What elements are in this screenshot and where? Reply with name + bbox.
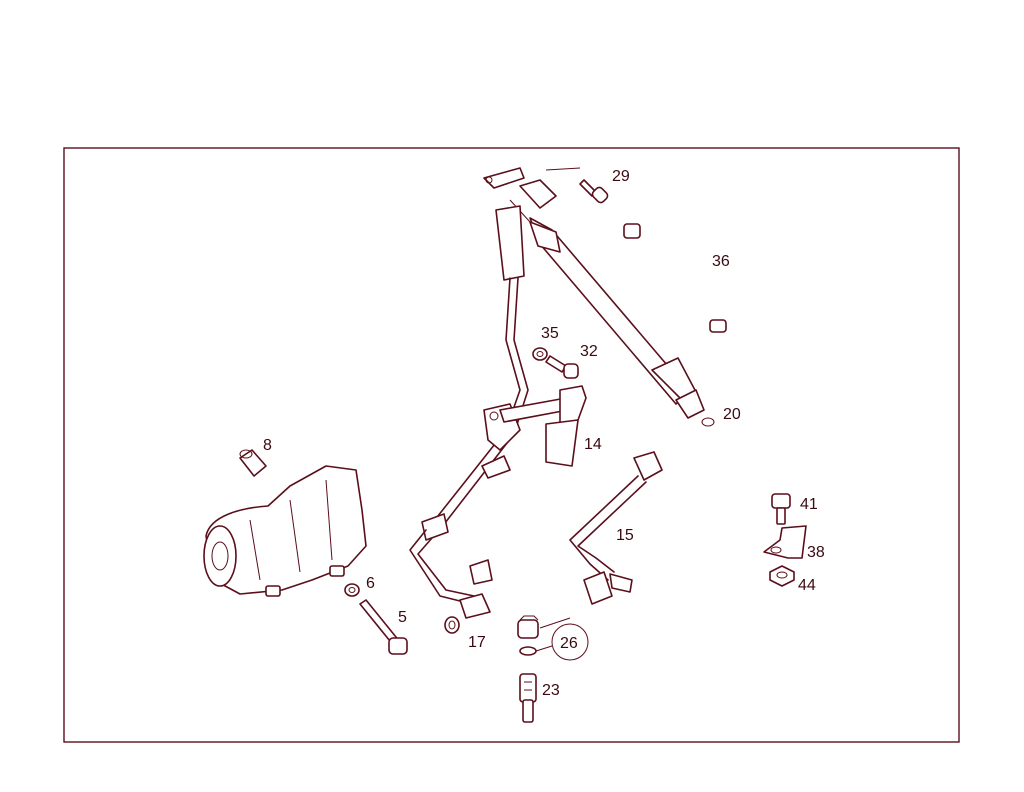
diagram-frame [63, 147, 960, 743]
callout-36: 36 [712, 253, 730, 270]
callout-17: 17 [468, 634, 486, 651]
compressor [203, 465, 367, 597]
part-23-valve [519, 673, 537, 723]
callout-29: 29 [612, 168, 630, 185]
part-26-valve-cap [517, 615, 589, 661]
callout-26: 26 [560, 635, 578, 652]
part-8-bush [239, 449, 267, 477]
part-20-hose [483, 167, 715, 427]
part-17-oring [444, 616, 460, 634]
part-36-hose [623, 223, 727, 333]
part-44-nut [769, 565, 795, 587]
part-32-bolt [545, 355, 579, 379]
callout-35: 35 [541, 325, 559, 342]
part-15-pipe [569, 451, 663, 605]
callout-41: 41 [800, 496, 818, 513]
callout-6: 6 [366, 575, 375, 592]
callout-5: 5 [398, 609, 407, 626]
part-38-bracket [763, 525, 807, 559]
callout-38: 38 [807, 544, 825, 561]
callout-8: 8 [263, 437, 272, 454]
part-6-washer [344, 583, 360, 597]
callout-32: 32 [580, 343, 598, 360]
callout-15: 15 [616, 527, 634, 544]
part-41-bolt [771, 493, 791, 525]
part-29-bolt [545, 167, 609, 204]
callout-23: 23 [542, 682, 560, 699]
part-5-bolt [359, 599, 408, 655]
callout-20: 20 [723, 406, 741, 423]
callout-44: 44 [798, 577, 816, 594]
part-35-washer [532, 347, 548, 361]
part-14-pipe-assembly [409, 205, 587, 619]
callout-14: 14 [584, 436, 602, 453]
